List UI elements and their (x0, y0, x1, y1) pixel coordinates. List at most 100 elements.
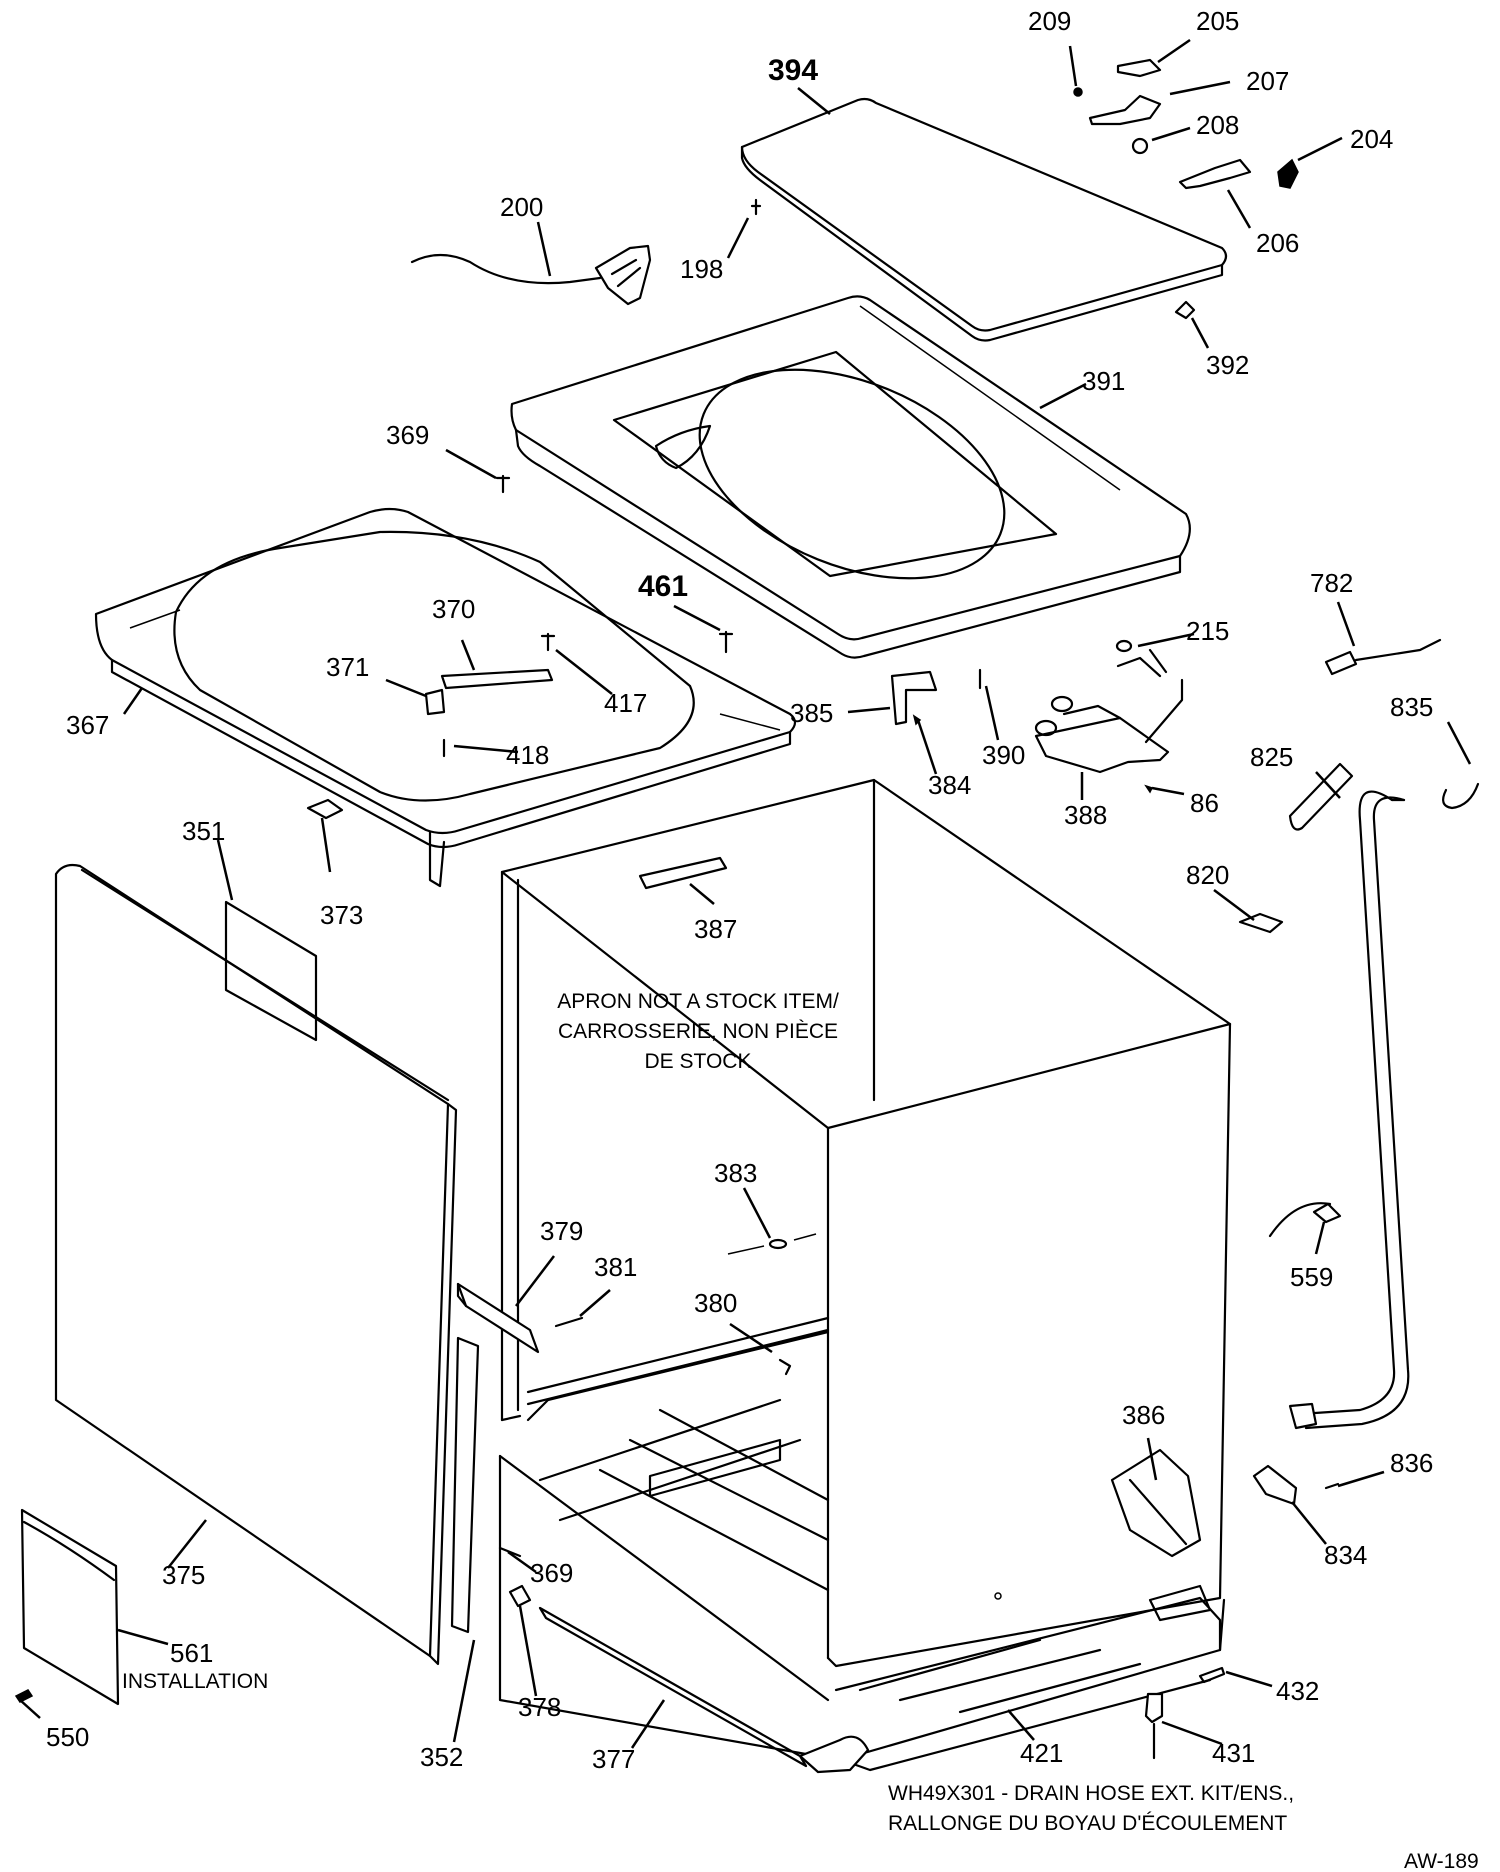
part-381 (554, 1316, 584, 1328)
label-418: 418 (506, 740, 549, 770)
label-782: 782 (1310, 568, 1353, 598)
label-204: 204 (1350, 124, 1393, 154)
part-392-clip (1174, 300, 1196, 320)
label-380: 380 (694, 1288, 737, 1318)
label-381: 381 (594, 1252, 637, 1282)
part-208-bushing (1131, 137, 1149, 155)
drain-hose-825 (1288, 762, 1410, 1430)
strap-370 (440, 668, 554, 690)
apron-note-line3: DE STOCK (645, 1050, 752, 1073)
label-351: 351 (182, 816, 225, 846)
label-386: 386 (1122, 1400, 1165, 1430)
label-205: 205 (1196, 6, 1239, 36)
lid-394 (740, 97, 1228, 342)
label-387: 387 (694, 914, 737, 944)
label-820: 820 (1186, 860, 1229, 890)
label-351 (224, 900, 318, 1042)
label-215: 215 (1186, 616, 1229, 646)
label-391: 391 (1082, 366, 1125, 396)
part-86-screw (1144, 784, 1154, 794)
part-834-pump (1252, 1464, 1298, 1506)
bracket-373 (306, 798, 344, 820)
part-431-leg (1144, 1692, 1164, 1760)
installation-label: INSTALLATION (122, 1670, 268, 1693)
apron-note-line1: APRON NOT A STOCK ITEM/ (557, 990, 839, 1013)
label-367: 367 (66, 710, 109, 740)
part-380 (778, 1358, 792, 1376)
cross-brace (648, 1438, 782, 1498)
label-208: 208 (1196, 110, 1239, 140)
part-559 (1268, 1202, 1342, 1238)
bracket-385 (890, 670, 938, 726)
installation-envelope-561 (20, 1508, 120, 1706)
part-207-hinge (1088, 94, 1162, 126)
label-388: 388 (1064, 800, 1107, 830)
label-559: 559 (1290, 1262, 1333, 1292)
label-206: 206 (1256, 228, 1299, 258)
part-206-rod (1178, 158, 1252, 190)
strip-352 (450, 1336, 480, 1634)
label-375: 375 (162, 1560, 205, 1590)
screw-461 (718, 630, 734, 654)
label-383: 383 (714, 1158, 757, 1188)
label-421: 421 (1020, 1738, 1063, 1768)
apron-note-line2: CARROSSERIE, NON PIÈCE (558, 1020, 838, 1043)
rail-377 (538, 1606, 870, 1774)
label-377: 377 (592, 1744, 635, 1774)
screw-369-top (495, 474, 511, 494)
label-431: 431 (1212, 1738, 1255, 1768)
hinge-parts (750, 58, 1299, 320)
label-825: 825 (1250, 742, 1293, 772)
label-370: 370 (432, 594, 475, 624)
figure-code: AW-189 (1404, 1850, 1479, 1872)
label-836: 836 (1390, 1448, 1433, 1478)
label-207: 207 (1246, 66, 1289, 96)
label-86: 86 (1190, 788, 1219, 818)
part-labels: 394 209 205 207 208 204 206 198 200 392 … (46, 6, 1433, 1774)
label-373: 373 (320, 900, 363, 930)
part-432 (1198, 1666, 1226, 1684)
part-209-washer (1073, 87, 1083, 97)
label-390: 390 (982, 740, 1025, 770)
label-461: 461 (638, 570, 688, 603)
label-379: 379 (540, 1216, 583, 1246)
part-836 (1324, 1482, 1340, 1490)
label-561: 561 (170, 1638, 213, 1668)
clamp-835 (1441, 782, 1480, 810)
part-198-screw (750, 198, 762, 216)
part-205-bracket (1116, 58, 1162, 78)
switch-assembly-388 (1034, 639, 1184, 794)
front-panel-375 (54, 863, 458, 1666)
label-384: 384 (928, 770, 971, 800)
part-204-switch (1277, 158, 1299, 189)
screw-417 (540, 632, 556, 652)
cabinet-apron (498, 778, 1232, 1772)
label-209: 209 (1028, 6, 1071, 36)
label-432: 432 (1276, 1676, 1319, 1706)
part-782 (1324, 638, 1442, 676)
part-215-ring (1115, 639, 1133, 653)
label-200: 200 (500, 192, 543, 222)
label-417: 417 (604, 688, 647, 718)
part-820 (1238, 912, 1284, 934)
label-385: 385 (790, 698, 833, 728)
screw-550 (14, 1689, 34, 1703)
power-cord-200 (410, 244, 652, 306)
part-378 (508, 1584, 532, 1608)
label-369-lower: 369 (530, 1558, 573, 1588)
label-369-top: 369 (386, 420, 429, 450)
top-frame-367 (94, 507, 797, 888)
label-835: 835 (1390, 692, 1433, 722)
notes: APRON NOT A STOCK ITEM/ CARROSSERIE, NON… (122, 990, 1479, 1872)
kit-note-line2: RALLONGE DU BOYAU D'ÉCOULEMENT (888, 1812, 1287, 1835)
part-386-bracket (1110, 1448, 1202, 1558)
label-392: 392 (1206, 350, 1249, 380)
top-cover-391 (510, 295, 1191, 659)
label-550: 550 (46, 1722, 89, 1752)
label-394: 394 (768, 54, 818, 87)
label-378: 378 (518, 1692, 561, 1722)
part-383 (727, 1233, 817, 1255)
pad-387 (638, 856, 728, 890)
label-352: 352 (420, 1742, 463, 1772)
